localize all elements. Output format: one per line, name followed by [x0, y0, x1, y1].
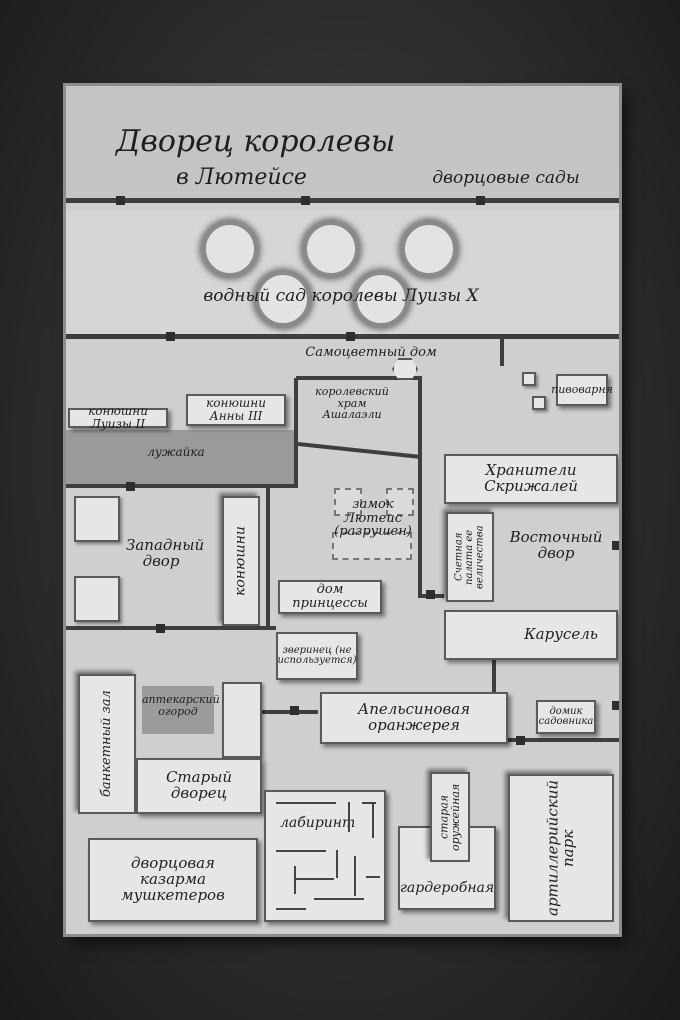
west-yard-tower [74, 496, 120, 542]
castle-ruin [332, 532, 412, 560]
garden-band [66, 86, 619, 198]
wall-lawn-right [294, 378, 298, 488]
gardener-house: домик садовника [536, 700, 596, 734]
castle-ruin [334, 488, 362, 516]
carousel: Карусель [444, 610, 618, 660]
maze-wall [276, 802, 336, 804]
wall-carousel-link [492, 658, 496, 692]
maze-wall [354, 856, 356, 896]
brewery: пивоварня [551, 374, 613, 406]
west-yard-label: Западный двор [126, 536, 205, 570]
wall-west-yard [66, 626, 276, 630]
stables-anna: конюшни Анны III [186, 394, 286, 426]
stables-west: конюшни [222, 496, 260, 626]
temple-label: королевский храм Ашалаэли [315, 385, 389, 422]
maze-wall [294, 878, 334, 880]
maze-wall [336, 850, 338, 878]
wall-temple-diag [297, 442, 422, 459]
old-armory: старая оружейная [430, 772, 470, 862]
pool [400, 220, 458, 278]
old-palace: Старый дворец [136, 758, 262, 814]
wall-post [612, 701, 619, 710]
banquet-hall: банкетный зал [78, 674, 136, 814]
maze-wall [348, 802, 350, 832]
palace-gardens-label: дворцовые сады [432, 168, 580, 188]
wall-post [612, 541, 619, 550]
princess-house: дом принцессы [278, 580, 382, 614]
wall-post [301, 196, 310, 205]
pool [201, 220, 259, 278]
wall-temple-right [418, 376, 422, 596]
maze-wall [366, 876, 380, 878]
maze-wall [294, 866, 296, 894]
pool [254, 270, 312, 328]
treasury: Счетная палата ее величества [446, 512, 494, 602]
labyrinth-label: лабиринт [280, 815, 356, 831]
wall-post [516, 736, 525, 745]
wall-brewery [500, 338, 504, 366]
map-subtitle: в Лютейсе [176, 165, 307, 190]
maze-wall [362, 802, 376, 804]
wall-gardener [506, 738, 619, 742]
stables-louise: конюшни Луизы II [68, 405, 168, 430]
orangery: Апельсиновая оранжерея [320, 692, 508, 744]
apothecary-garden-plot [142, 686, 214, 734]
keepers-building: Хранители Скрижалей [444, 454, 618, 504]
maze-wall [276, 850, 326, 852]
wall-post [116, 196, 125, 205]
lawn-label: лужайка [147, 445, 205, 459]
wall-post [426, 590, 435, 599]
wall-post [166, 332, 175, 341]
gem-house [392, 358, 418, 380]
map-title: Дворец королевы [116, 124, 396, 159]
wall-post [476, 196, 485, 205]
labyrinth [264, 790, 386, 922]
castle-ruin [386, 488, 414, 516]
old-palace-wing [222, 682, 262, 758]
menagerie: зверинец (не используется) [276, 632, 358, 680]
pool [302, 220, 360, 278]
wall-post [126, 482, 135, 491]
maze-wall [372, 802, 374, 838]
brewery-shed [522, 372, 536, 386]
castle-label: замок Лютеис (разрушен) [334, 497, 412, 540]
west-yard-tower [74, 576, 120, 622]
wall-top [66, 198, 619, 203]
wall-water-garden [66, 334, 619, 339]
lawn-area [66, 430, 296, 484]
maze-wall [314, 898, 364, 900]
water-garden-label: водный сад королевы Луизы X [203, 286, 479, 306]
wall-lawn-bottom [66, 484, 298, 488]
maze-wall [276, 908, 306, 910]
musketeer-barracks: дворцовая казарма мушкетеров [88, 838, 258, 922]
wall-post [290, 706, 299, 715]
wall-temple-top [296, 376, 420, 380]
wall-post [346, 332, 355, 341]
east-yard-label: Восточный двор [509, 528, 603, 562]
pool [352, 270, 410, 328]
apothecary-garden-label: аптекарский огород [142, 693, 220, 718]
brewery-shed [532, 396, 546, 410]
artillery-park: артиллерийский парк [508, 774, 614, 922]
wall-post [156, 624, 165, 633]
wall-west-right [266, 488, 270, 628]
gem-house-label: Самоцветный дом [305, 345, 437, 360]
palace-map: Дворец королевы в Лютейсе дворцовые сады… [66, 86, 619, 934]
